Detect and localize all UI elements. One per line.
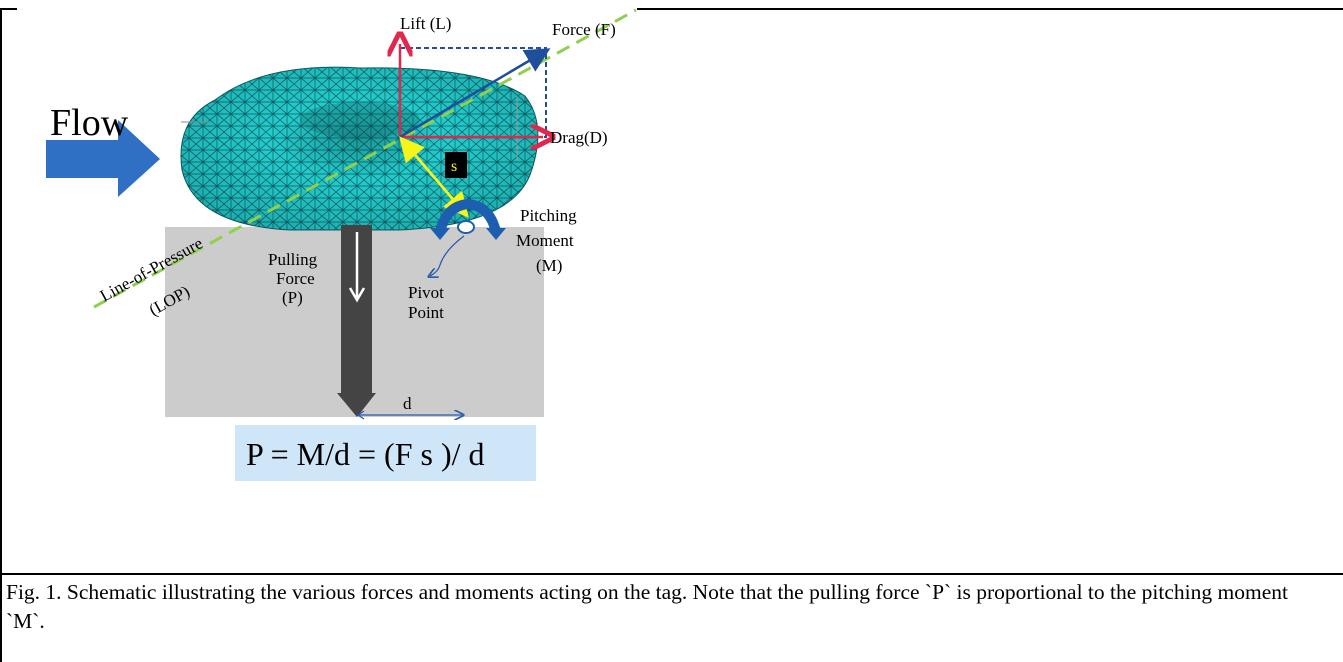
pivot-label-2: Point [408, 303, 444, 322]
s-label-box [445, 152, 467, 178]
frame-top-left [0, 8, 17, 10]
flow-label: Flow [50, 102, 129, 144]
pulling-label-3: (P) [282, 288, 303, 307]
d-label: d [403, 394, 412, 413]
lift-label: Lift (L) [400, 14, 451, 33]
pitching-label-2: Moment [516, 231, 574, 250]
flow-arrow [46, 120, 160, 197]
pivot-pointer [430, 235, 465, 276]
force-label: Force (F) [552, 20, 616, 39]
figure-caption: Fig. 1. Schematic illustrating the vario… [6, 580, 1288, 633]
pitching-moment-arc [435, 198, 501, 234]
pulling-label-1: Pulling [268, 250, 318, 269]
pivot-label-1: Pivot [408, 283, 444, 302]
pulling-label-2: Force [276, 269, 315, 288]
pivot-point [457, 220, 475, 234]
force-arrow [399, 48, 551, 139]
figure: Flow Lift (L) Force (F) Drag(D) s Pitchi… [46, 8, 637, 481]
force-diagram: Flow Lift (L) Force (F) Drag(D) s Pitchi… [46, 8, 637, 481]
pitching-label-3: (M) [536, 256, 562, 275]
pulling-rod-tip [337, 393, 376, 417]
equation-box [235, 425, 536, 481]
frame-left [0, 8, 2, 662]
pitching-label-1: Pitching [520, 206, 577, 225]
s-label: s [451, 158, 457, 175]
drag-label: Drag(D) [550, 128, 608, 147]
equation: P = M/d = (F s )/ d [246, 436, 485, 472]
frame-divider [0, 573, 1343, 575]
frame-top-right [637, 8, 1343, 10]
